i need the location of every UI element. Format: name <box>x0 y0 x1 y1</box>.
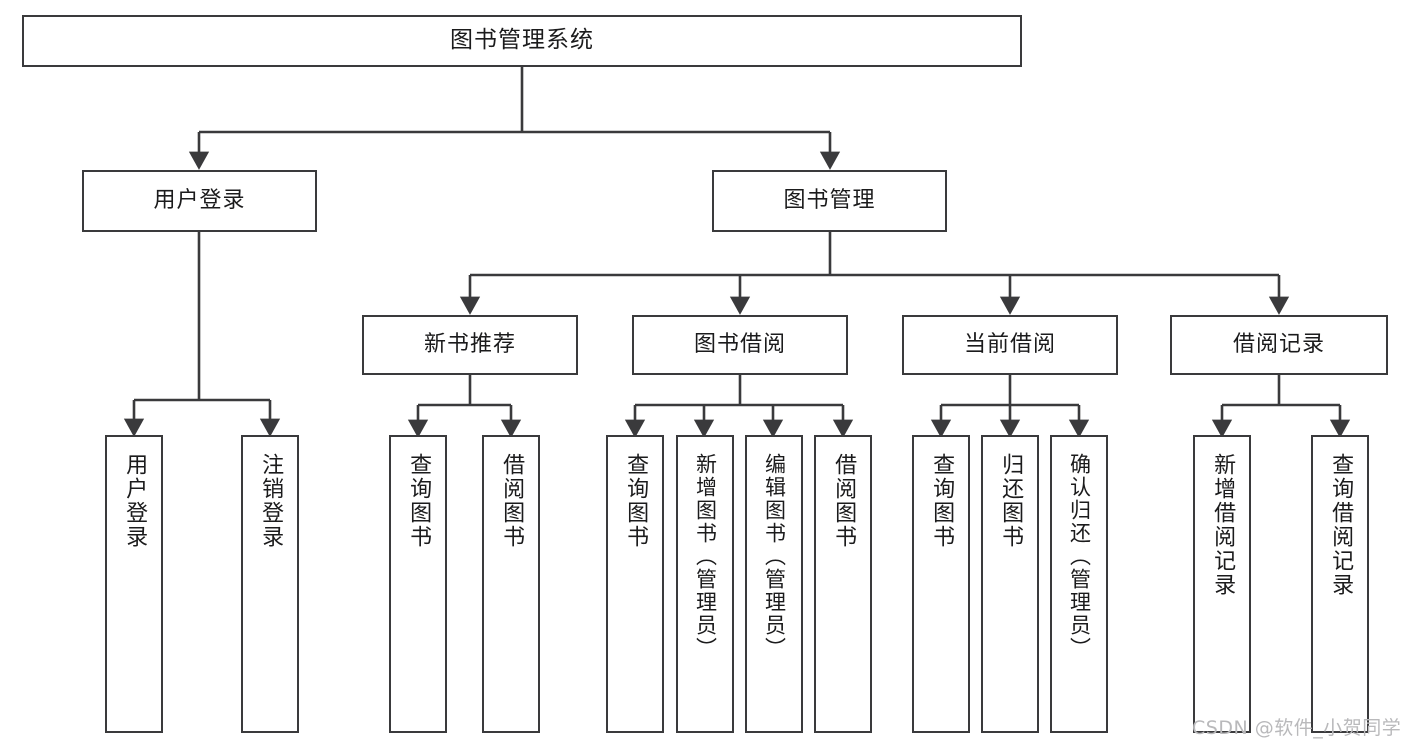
node-label: 图书管理系统 <box>450 27 594 54</box>
leaf-query-book-recommend[interactable]: 查询图书 <box>389 435 447 733</box>
node-label: 查询图书 <box>929 453 955 549</box>
node-label: 新增借阅记录 <box>1210 453 1236 597</box>
node-current-borrow[interactable]: 当前借阅 <box>902 315 1118 375</box>
node-label: 用户登录 <box>153 187 246 213</box>
node-label: 归还图书 <box>998 453 1024 549</box>
leaf-confirm-return-admin[interactable]: 确认归还（管理员） <box>1050 435 1108 733</box>
leaf-borrow-book[interactable]: 借阅图书 <box>814 435 872 733</box>
node-label: 借阅记录 <box>1232 331 1325 357</box>
node-label: 编辑图书（管理员） <box>762 453 787 660</box>
node-book-management[interactable]: 图书管理 <box>712 170 947 232</box>
node-label: 图书借阅 <box>693 331 786 357</box>
leaf-edit-book-admin[interactable]: 编辑图书（管理员） <box>745 435 803 733</box>
node-borrow-record[interactable]: 借阅记录 <box>1170 315 1388 375</box>
node-label: 查询图书 <box>406 453 432 549</box>
node-label: 当前借阅 <box>963 331 1056 357</box>
leaf-borrow-book-recommend[interactable]: 借阅图书 <box>482 435 540 733</box>
node-label: 注销登录 <box>258 453 284 549</box>
node-new-book-recommend[interactable]: 新书推荐 <box>362 315 578 375</box>
node-user-login[interactable]: 用户登录 <box>82 170 317 232</box>
node-root-system[interactable]: 图书管理系统 <box>22 15 1022 67</box>
node-label: 图书管理 <box>783 187 876 213</box>
leaf-query-book-borrow[interactable]: 查询图书 <box>606 435 664 733</box>
node-label: 用户登录 <box>122 453 148 549</box>
leaf-query-borrow-record[interactable]: 查询借阅记录 <box>1311 435 1369 733</box>
node-label: 借阅图书 <box>831 453 857 549</box>
leaf-return-book[interactable]: 归还图书 <box>981 435 1039 733</box>
node-label: 查询借阅记录 <box>1328 453 1354 597</box>
node-label: 借阅图书 <box>499 453 525 549</box>
leaf-user-logout[interactable]: 注销登录 <box>241 435 299 733</box>
leaf-add-book-admin[interactable]: 新增图书（管理员） <box>676 435 734 733</box>
node-label: 查询图书 <box>623 453 649 549</box>
watermark: CSDN @软件_小贺同学 <box>1192 717 1402 739</box>
node-label: 新增图书（管理员） <box>693 453 718 660</box>
leaf-query-book-current[interactable]: 查询图书 <box>912 435 970 733</box>
leaf-add-borrow-record[interactable]: 新增借阅记录 <box>1193 435 1251 733</box>
node-book-borrow[interactable]: 图书借阅 <box>632 315 848 375</box>
node-label: 新书推荐 <box>423 331 516 357</box>
leaf-user-login[interactable]: 用户登录 <box>105 435 163 733</box>
node-label: 确认归还（管理员） <box>1067 453 1092 660</box>
